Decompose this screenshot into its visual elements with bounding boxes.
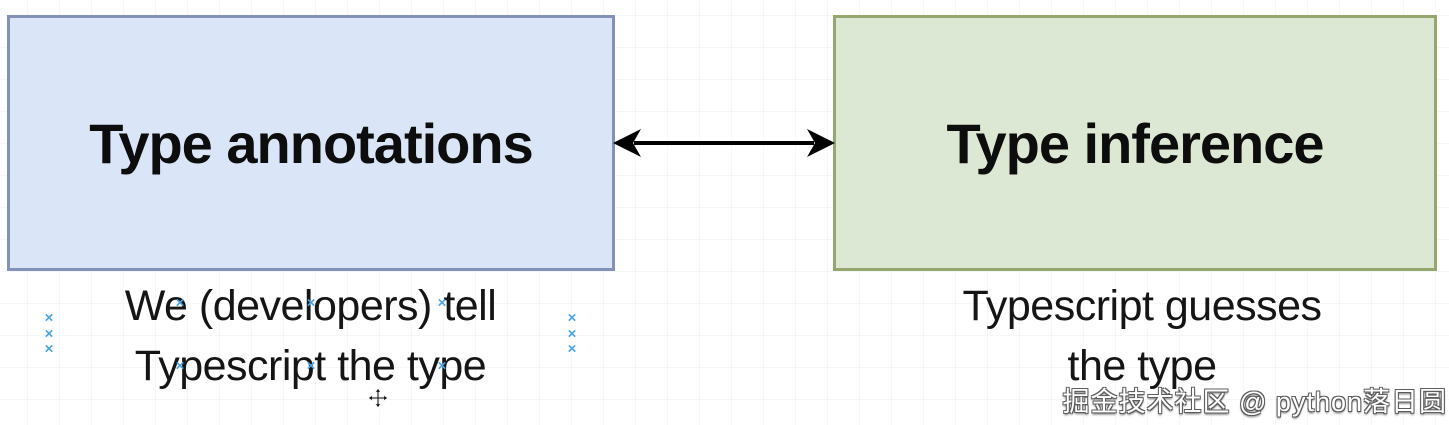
caption-type-annotations[interactable]: We (developers) tell Typescript the type <box>49 276 572 396</box>
node-type-annotations-label: Type annotations <box>89 111 533 175</box>
caption-type-inference-line1: Typescript guesses <box>962 282 1322 330</box>
arrowhead-left-icon <box>613 129 641 157</box>
connection-point-icon[interactable]: × <box>175 294 185 312</box>
connection-point-icon[interactable]: × <box>306 357 316 375</box>
caption-type-inference[interactable]: Typescript guesses the type <box>867 276 1417 396</box>
connection-point-icon[interactable]: × <box>306 294 316 312</box>
connection-point-icon[interactable]: × <box>437 294 447 312</box>
bidirectional-arrow[interactable] <box>610 126 838 160</box>
connection-point-icon[interactable]: × <box>175 357 185 375</box>
connection-point-icon[interactable]: × <box>567 325 577 343</box>
connection-point-icon[interactable]: × <box>44 309 54 327</box>
move-cursor-icon <box>367 387 389 409</box>
caption-type-inference-line2: the type <box>1067 342 1218 390</box>
connection-point-icon[interactable]: × <box>567 340 577 358</box>
connection-point-icon[interactable]: × <box>44 340 54 358</box>
connection-point-icon[interactable]: × <box>567 309 577 327</box>
caption-type-annotations-line1: We (developers) tell <box>124 282 497 330</box>
connection-point-icon[interactable]: × <box>44 325 54 343</box>
watermark: 掘金技术社区 @ python落日圆 <box>1062 387 1447 417</box>
node-type-inference[interactable]: Type inference <box>833 15 1437 271</box>
arrowhead-right-icon <box>807 129 835 157</box>
node-type-inference-label: Type inference <box>946 111 1324 175</box>
connection-point-icon[interactable]: × <box>437 357 447 375</box>
node-type-annotations[interactable]: Type annotations <box>7 15 615 271</box>
caption-type-annotations-line2: Typescript the type <box>134 342 487 390</box>
